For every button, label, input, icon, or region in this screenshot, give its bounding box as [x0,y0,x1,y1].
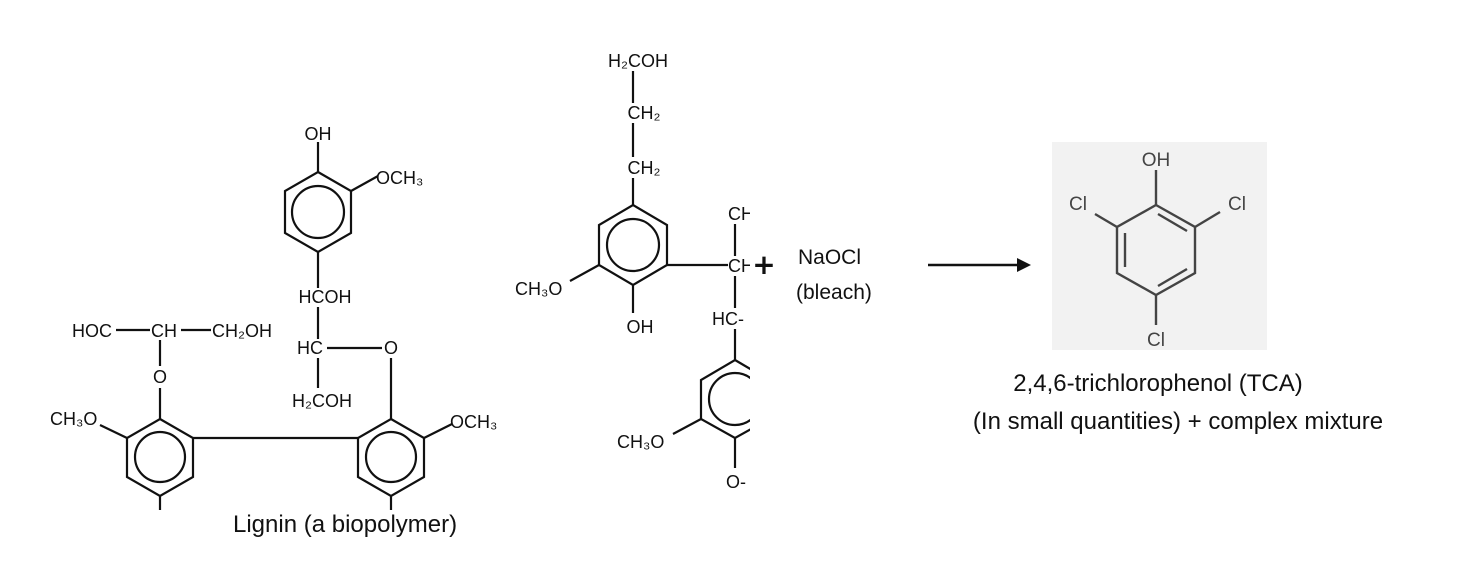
unit2-oh-label: OH [627,317,654,337]
hoc-label: HOC [72,321,112,341]
plus-sign: + [752,248,775,281]
top-oh-label: OH [305,124,332,144]
unit2-ch2-b-label: CH₂ [628,158,661,178]
unit2-o-bottom-label: O- [726,472,746,492]
right-och3-label: OCH₃ [450,412,497,432]
unit2-lower-ch3o-label: CH₃O [617,432,664,452]
reagent-note: (bleach) [796,281,872,304]
hc-label: HC [297,338,323,358]
left-aromatic-ring [125,417,195,498]
left-ch3o-label: CH₃O [50,409,97,429]
tca-cl-left-label: Cl [1069,194,1087,215]
reaction-arrow-icon [928,258,1031,272]
hcoh-label: HCOH [299,287,352,307]
lignin-structure: OH OCH₃ HCOH HC O H₂COH HOC CH CH₂OH O C… [50,124,497,538]
ch-label: CH [151,321,177,341]
unit2-hc-label: HC- [712,309,744,329]
top-aromatic-ring [283,170,353,254]
reagent-label: NaOCl [798,246,861,269]
unit2-lower-ring [699,358,750,440]
ch2oh-label: CH₂OH [212,321,272,341]
right-aromatic-ring [356,417,426,498]
unit2-ch-top-label: CH [728,204,754,224]
lignin-second-unit: H₂COH CH₂ CH₂ CH₃O OH CH CH HC- CH₃O O- [515,51,754,492]
unit2-h2coh-label: H₂COH [608,51,668,71]
h2coh-label: H₂COH [292,391,352,411]
ether-o-right-label: O [384,338,398,358]
unit2-ch-mid-label: CH [728,256,754,276]
tca-cl-right-label: Cl [1228,194,1246,215]
product-image-background [1052,142,1267,350]
unit2-ch3o-label: CH₃O [515,279,562,299]
unit2-aromatic-ring [597,203,669,287]
product-note: (In small quantities) + complex mixture [973,408,1383,435]
unit2-ch2-a-label: CH₂ [628,103,661,123]
tca-structure: OH Cl Cl Cl [1052,142,1267,351]
ether-o-left-label: O [153,367,167,387]
tca-oh-label: OH [1142,150,1171,171]
tca-cl-bottom-label: Cl [1147,330,1165,351]
top-och3-label: OCH₃ [376,168,423,188]
product-name: 2,4,6-trichlorophenol (TCA) [1013,370,1302,397]
lignin-caption: Lignin (a biopolymer) [233,511,457,538]
